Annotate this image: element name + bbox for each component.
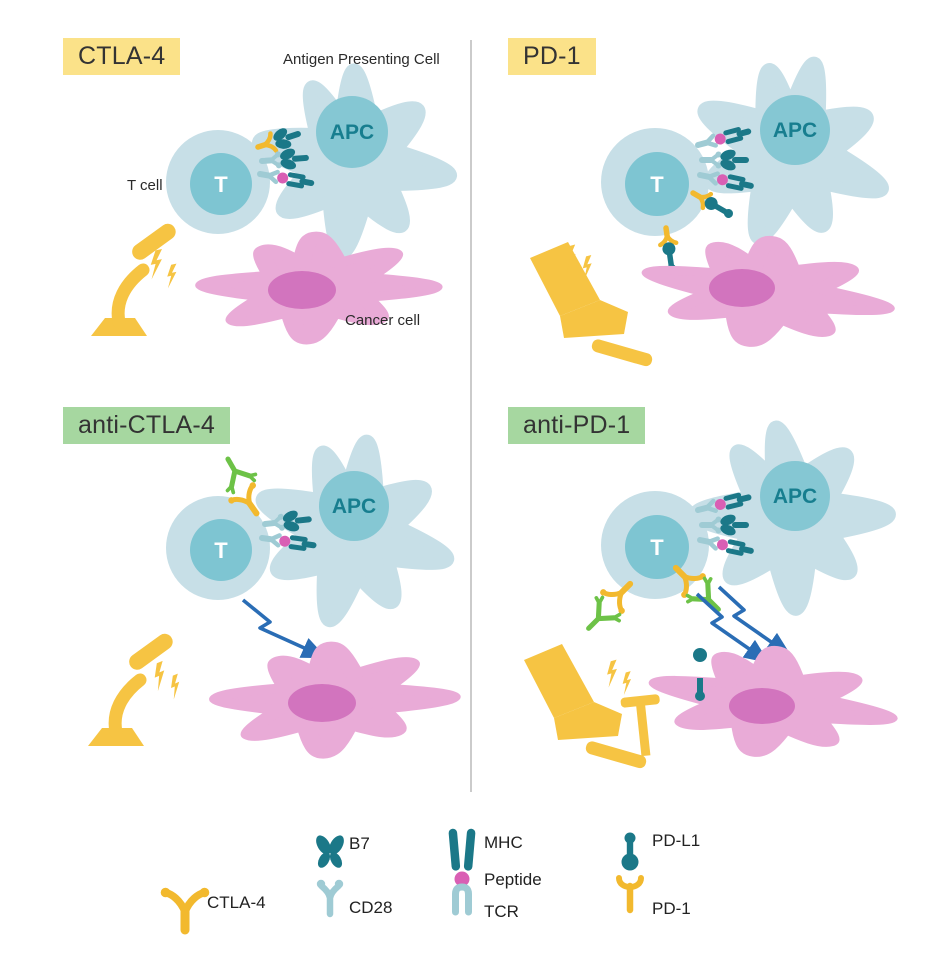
pdl1-free-receptor [695, 678, 705, 701]
legend-label-pd1: PD-1 [652, 899, 691, 918]
legend-ctla4-icon [161, 888, 210, 930]
panel-divider [470, 40, 472, 792]
attack-arrow [241, 598, 327, 659]
t-cell-nucleus [625, 152, 689, 216]
cancer-cell-caption: Cancer cell [345, 312, 421, 329]
legend-pd1-icon [619, 878, 641, 910]
lightning-bolt-icon [618, 671, 637, 695]
legend-pdl1-icon [621, 832, 639, 871]
cancer-nucleus [268, 271, 336, 309]
t-cell-nucleus [625, 515, 689, 579]
panel-pd1-art: APC T [530, 39, 909, 368]
panel-title-pd1: PD-1 [508, 38, 596, 75]
t-cell-label: T [214, 538, 228, 563]
panel-title-ctla4: CTLA-4 [63, 38, 181, 75]
legend-label-tcr: TCR [484, 902, 519, 921]
apc-nucleus [760, 95, 830, 165]
t-cell-label: T [650, 172, 664, 197]
panel-title-anti-pd1: anti-PD-1 [508, 407, 646, 444]
apc-nucleus [316, 96, 388, 168]
legend-label-pdl1: PD-L1 [652, 831, 701, 850]
lightning-bolt-icon [163, 263, 182, 289]
legend-peptide-icon [454, 871, 470, 887]
t-cell-nucleus [190, 153, 252, 215]
panel-ctla4-art: APC T [91, 69, 451, 346]
legend-mhc-icon [448, 828, 476, 871]
apc-label: APC [773, 485, 817, 508]
apc-nucleus [319, 471, 389, 541]
apc-label: APC [330, 121, 374, 144]
apc-label: APC [773, 119, 817, 142]
attack-arrow [717, 585, 792, 657]
panel-anti-pd1-art: APC T [524, 410, 903, 770]
apc-label: APC [332, 495, 376, 518]
legend-label-peptide: Peptide [484, 870, 542, 889]
legend-label-b7: B7 [349, 834, 370, 853]
t-cell-label: T [650, 535, 664, 560]
apc-nucleus [760, 461, 830, 531]
legend-tcr-icon [456, 887, 469, 912]
pedal-post-icon [620, 694, 660, 757]
legend-b7-icon [313, 832, 347, 870]
legend-label-mhc: MHC [484, 833, 523, 852]
foot-on-brake-icon [530, 242, 654, 368]
pdl1-free-head [693, 648, 707, 662]
brake-pedal-icon [91, 221, 179, 336]
t-cell-label: T [214, 172, 228, 197]
lightning-bolt-icon [165, 673, 187, 700]
cancer-nucleus [709, 269, 775, 307]
apc-caption: Antigen Presenting Cell [283, 51, 440, 68]
legend-cd28-icon [317, 880, 343, 914]
lightning-bolt-icon [148, 660, 173, 692]
t-cell-caption: T cell [127, 177, 163, 194]
brake-pedal-icon [88, 631, 176, 746]
lightning-bolt-icon [602, 659, 624, 688]
panel-title-anti-ctla4: anti-CTLA-4 [63, 407, 230, 444]
t-cell-nucleus [190, 519, 252, 581]
legend-icons [161, 828, 641, 930]
cancer-nucleus [288, 684, 356, 722]
anti-pd1-antibody-icon [577, 595, 622, 640]
legend-label-ctla4: CTLA-4 [207, 893, 266, 912]
attack-arrow [695, 592, 770, 664]
panel-anti-ctla4-art: APC T [88, 427, 463, 762]
legend-label-cd28: CD28 [349, 898, 393, 917]
cancer-nucleus [729, 688, 795, 724]
